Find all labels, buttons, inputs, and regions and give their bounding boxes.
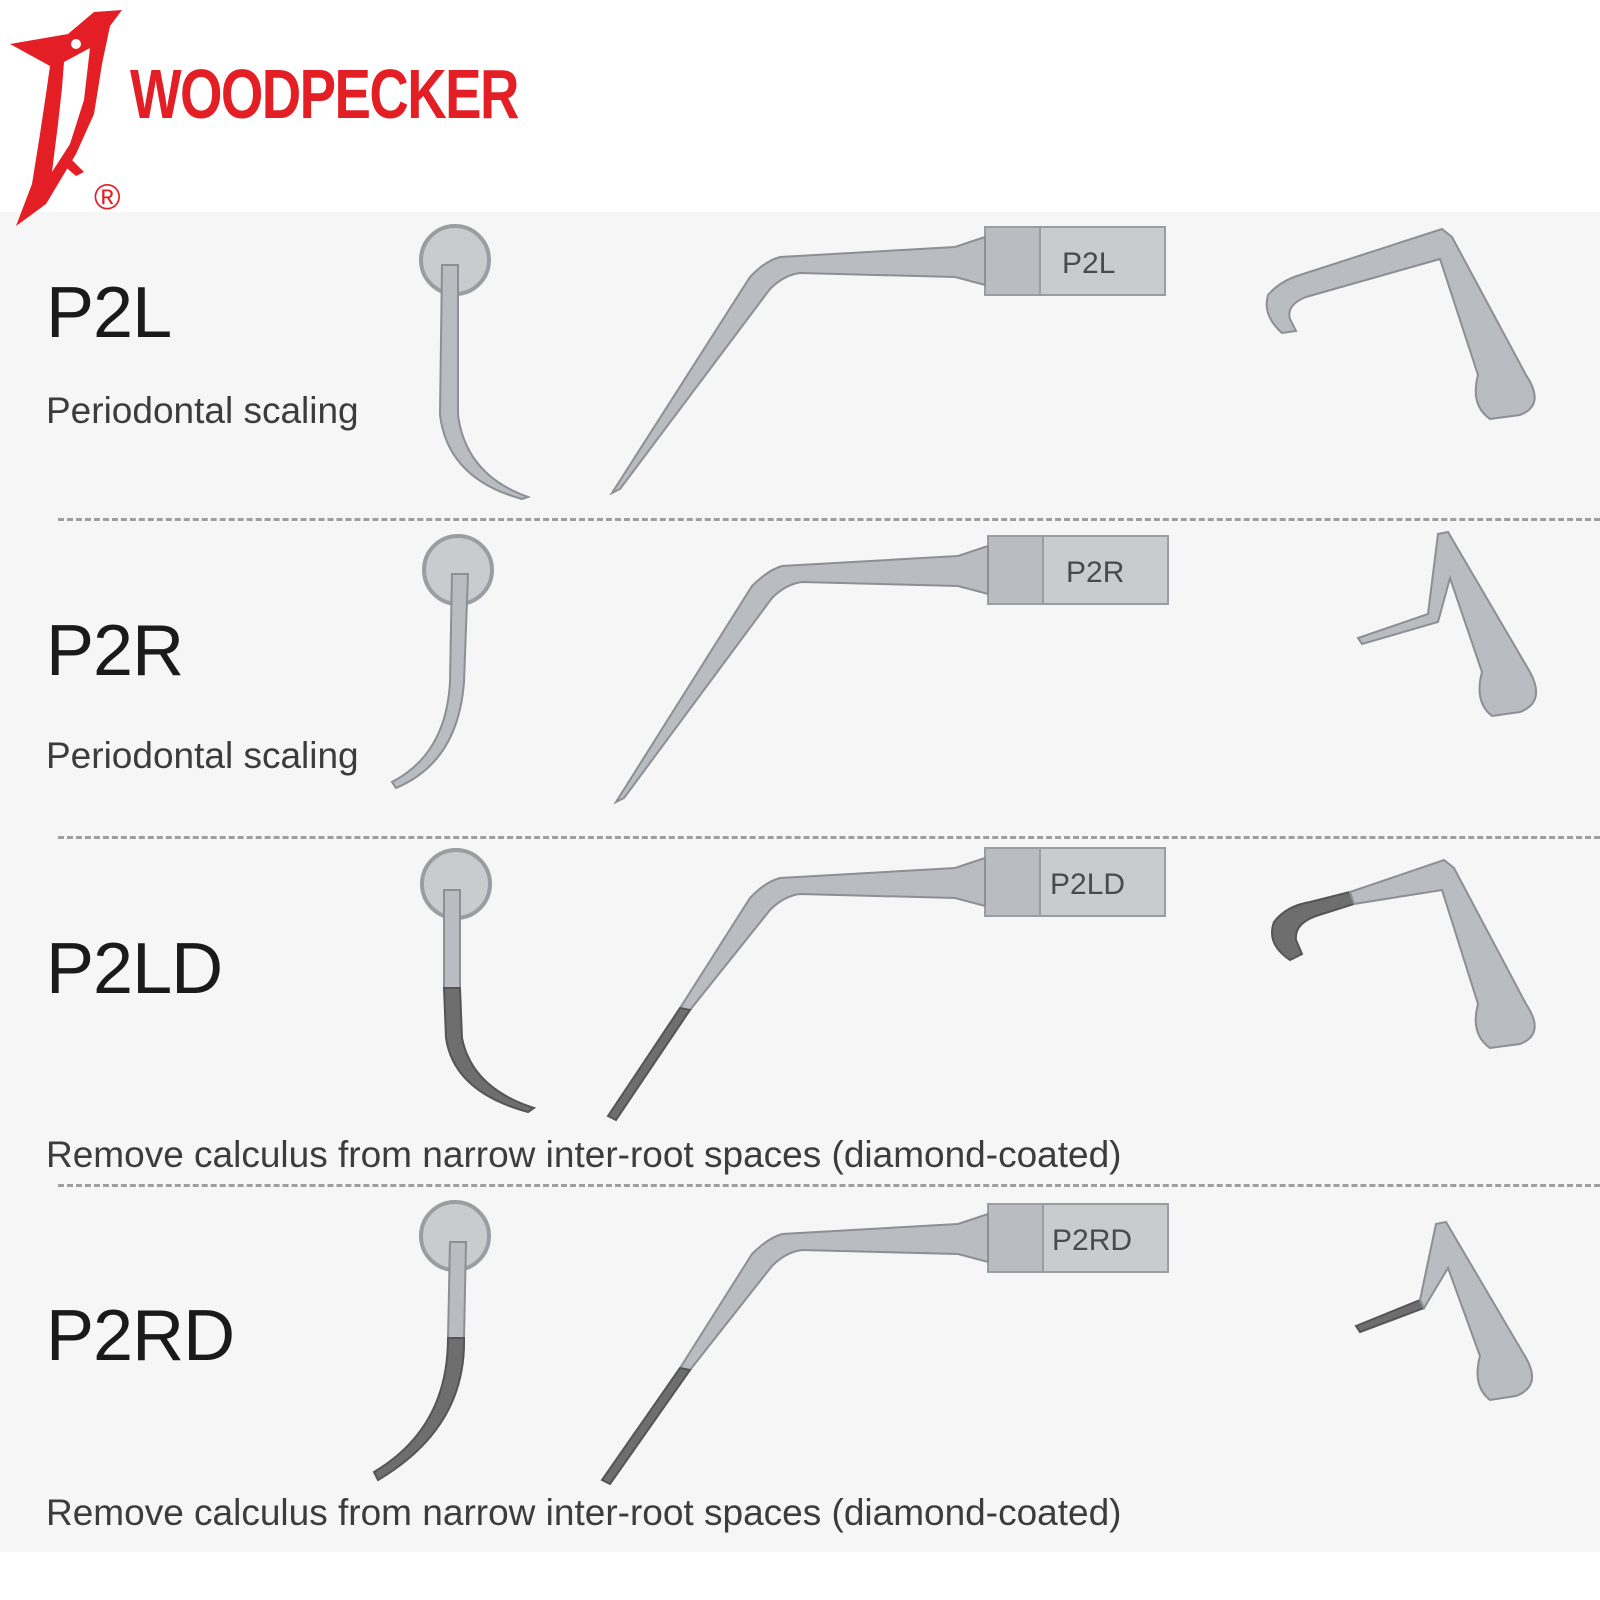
tip-engraving: P2RD: [1052, 1224, 1132, 1257]
tip-front-view: P2R: [613, 535, 1169, 805]
tip-side-view: [420, 848, 537, 1114]
brand-name: WOODPECKER: [130, 55, 519, 133]
tip-front-view: P2RD: [600, 1203, 1169, 1486]
tip-side-view: [390, 534, 494, 790]
tip-engraving: P2L: [1062, 247, 1115, 280]
tip-side-view: [372, 1200, 491, 1482]
model-description: Remove calculus from narrow inter-root s…: [46, 1134, 1122, 1175]
registered-mark: ®: [94, 176, 121, 217]
model-code: P2R: [46, 611, 184, 691]
tip-front-view: P2LD: [606, 847, 1166, 1122]
woodpecker-bird-icon: [10, 10, 122, 226]
brand-logo: WOODPECKER ®: [6, 4, 519, 230]
tip-3d-view: [1265, 227, 1536, 421]
tip-3d-view: [1354, 1220, 1534, 1402]
model-code: P2RD: [46, 1296, 235, 1376]
tip-illustration-p2r: P2R: [390, 530, 1538, 805]
model-code: P2LD: [46, 929, 223, 1009]
tip-engraving: P2R: [1066, 556, 1124, 589]
tip-engraving: P2LD: [1050, 868, 1125, 901]
tip-illustration-p2rd: P2RD: [372, 1200, 1534, 1486]
section-divider: [58, 836, 1600, 839]
section-divider: [58, 518, 1600, 521]
tip-side-view: [419, 224, 532, 501]
tip-illustration-p2l: P2L: [419, 224, 1536, 501]
tip-front-view: P2L: [609, 226, 1166, 496]
tip-3d-view: [1271, 858, 1536, 1050]
model-code: P2L: [46, 273, 172, 353]
model-description: Periodontal scaling: [46, 735, 359, 776]
section-divider: [58, 1184, 1600, 1187]
tip-3d-view: [1356, 530, 1538, 718]
tip-illustration-p2ld: P2LD: [420, 847, 1536, 1122]
model-description: Remove calculus from narrow inter-root s…: [46, 1492, 1122, 1533]
model-description: Periodontal scaling: [46, 390, 359, 431]
